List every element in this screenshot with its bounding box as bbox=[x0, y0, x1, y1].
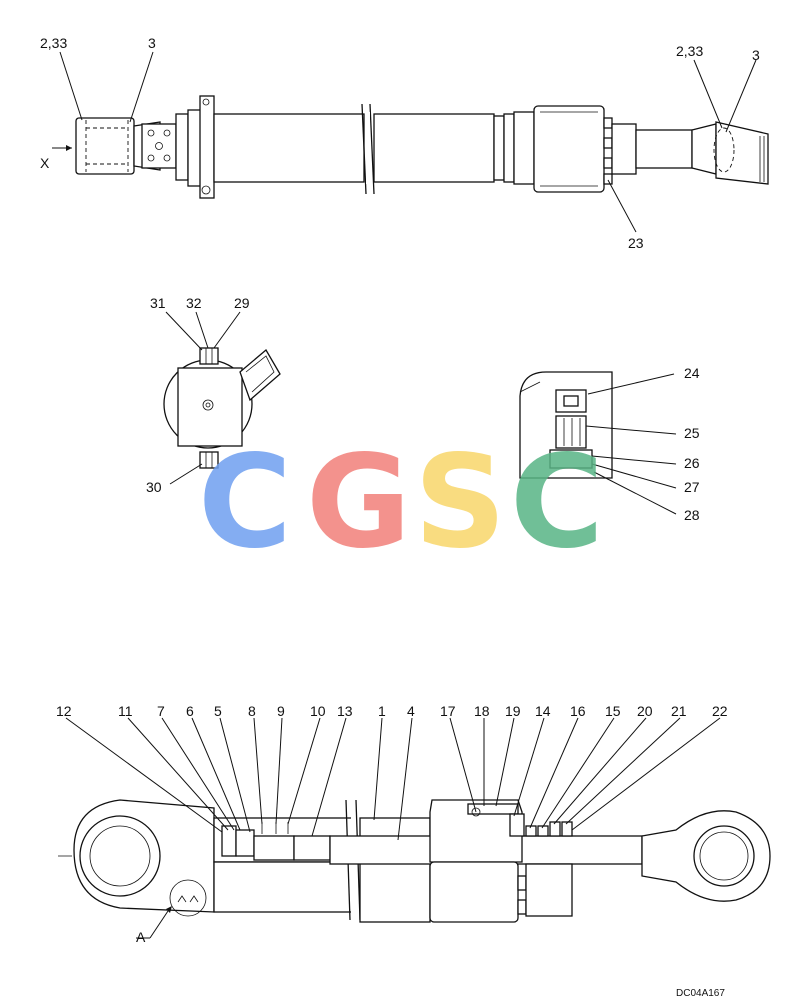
section-view-labels: 12 11 7 6 5 8 9 10 13 1 4 17 18 19 14 16… bbox=[56, 703, 728, 945]
end-view: 31 32 29 30 bbox=[146, 295, 281, 495]
callout-1: 1 bbox=[378, 703, 386, 719]
callout-24: 24 bbox=[684, 365, 700, 381]
callout-9: 9 bbox=[277, 703, 285, 719]
callout-22: 22 bbox=[712, 703, 728, 719]
callout-13: 13 bbox=[337, 703, 353, 719]
detail-a-label: A bbox=[136, 929, 146, 945]
callout-3-left: 3 bbox=[148, 35, 156, 51]
view-arrow-label: X bbox=[40, 155, 50, 171]
callout-5: 5 bbox=[214, 703, 222, 719]
callout-8: 8 bbox=[248, 703, 256, 719]
watermark-letter-g: G bbox=[306, 428, 411, 577]
callout-15: 15 bbox=[605, 703, 621, 719]
top-view-labels: X 2,33 3 2,33 3 23 bbox=[40, 35, 760, 251]
callout-29: 29 bbox=[234, 295, 250, 311]
callout-28: 28 bbox=[684, 507, 700, 523]
detail-a-view: 24 25 26 27 28 bbox=[519, 365, 700, 523]
callout-27: 27 bbox=[684, 479, 700, 495]
section-view-leaders bbox=[65, 717, 721, 841]
callout-2-33-left: 2,33 bbox=[40, 35, 67, 51]
callout-19: 19 bbox=[505, 703, 521, 719]
callout-31: 31 bbox=[150, 295, 166, 311]
callout-6: 6 bbox=[186, 703, 194, 719]
callout-30: 30 bbox=[146, 479, 162, 495]
section-view-cylinder bbox=[58, 799, 771, 939]
callout-11: 11 bbox=[118, 703, 133, 719]
callout-2-33-right: 2,33 bbox=[676, 43, 703, 59]
drawing-code: DC04A167 bbox=[676, 988, 725, 999]
callout-21: 21 bbox=[671, 703, 687, 719]
callout-10: 10 bbox=[310, 703, 326, 719]
callout-14: 14 bbox=[535, 703, 551, 719]
callout-7: 7 bbox=[157, 703, 165, 719]
watermark-letter-c2: C bbox=[510, 428, 604, 577]
callout-3-right: 3 bbox=[752, 47, 760, 63]
callout-23: 23 bbox=[628, 235, 644, 251]
callout-20: 20 bbox=[637, 703, 653, 719]
callout-12: 12 bbox=[56, 703, 72, 719]
callout-17: 17 bbox=[440, 703, 456, 719]
callout-16: 16 bbox=[570, 703, 586, 719]
watermark-letter-s: S bbox=[414, 428, 506, 577]
callout-4: 4 bbox=[407, 703, 415, 719]
watermark: C G S C bbox=[198, 428, 604, 577]
callout-18: 18 bbox=[474, 703, 490, 719]
callout-32: 32 bbox=[186, 295, 202, 311]
top-view-cylinder bbox=[52, 95, 769, 199]
callout-25: 25 bbox=[684, 425, 700, 441]
watermark-letter-c1: C bbox=[198, 428, 292, 577]
callout-26: 26 bbox=[684, 455, 700, 471]
